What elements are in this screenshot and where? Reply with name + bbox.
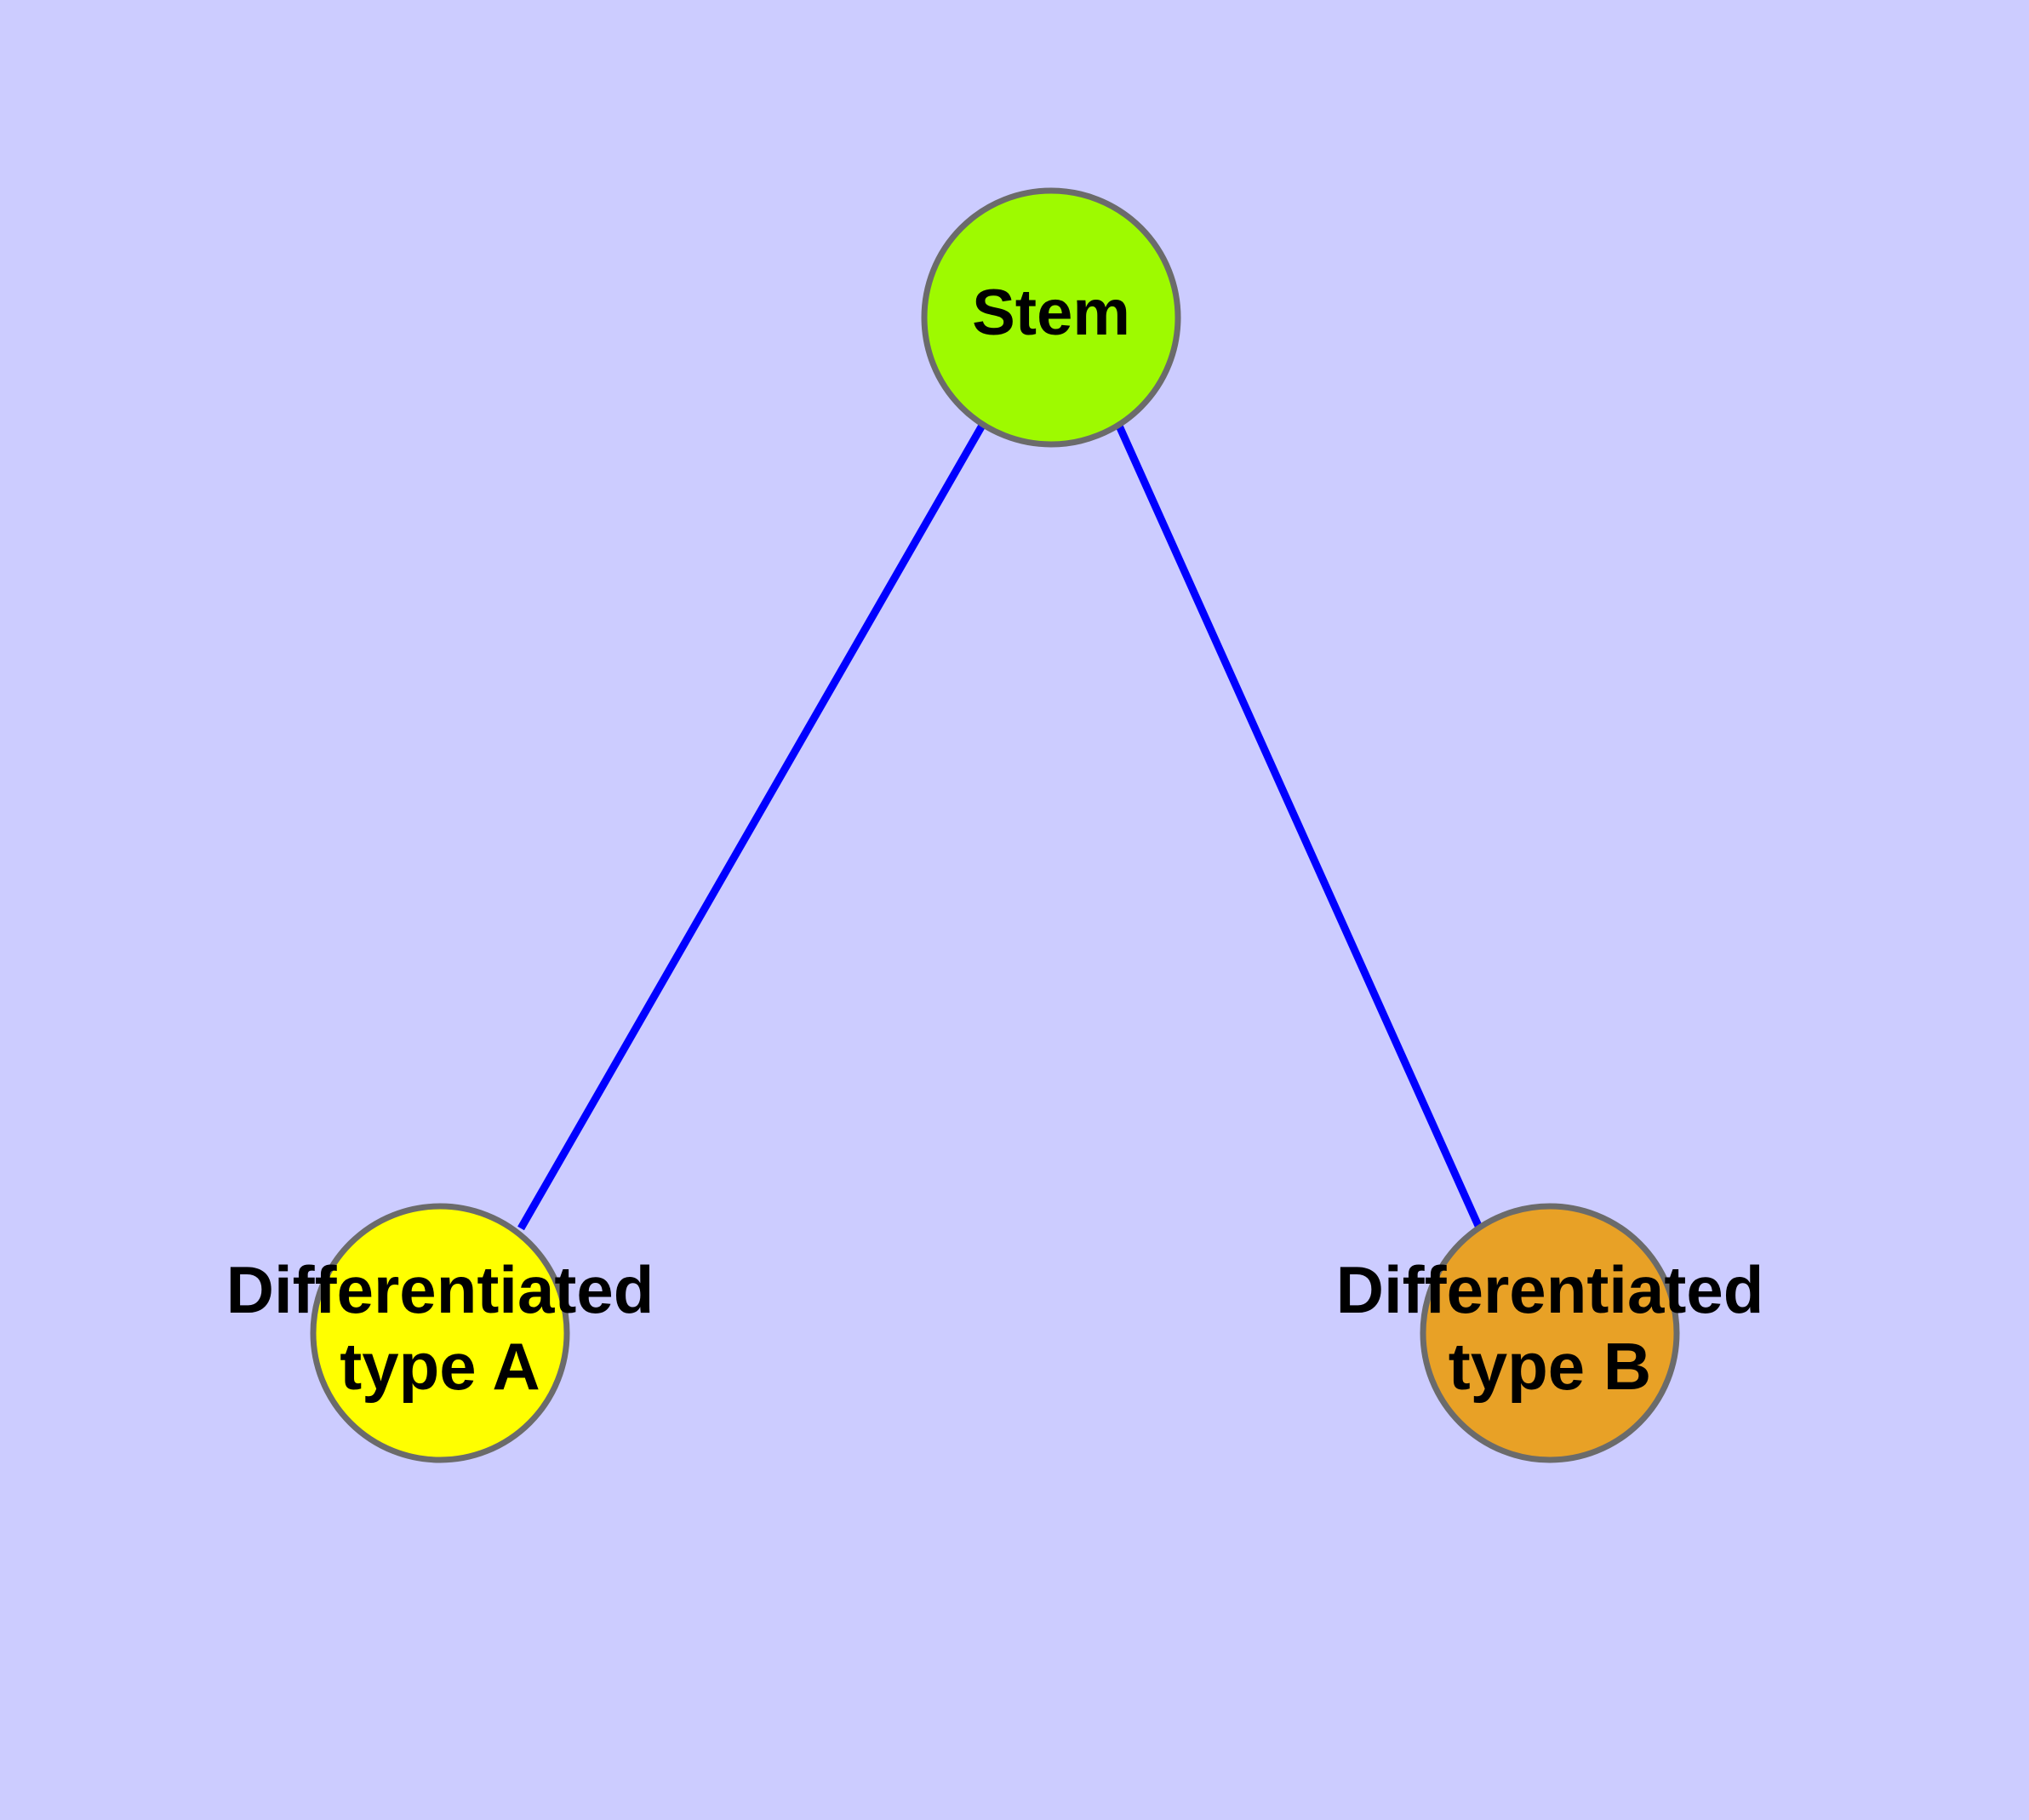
node-circle-diff_a[interactable] [310, 1203, 570, 1463]
node-label-line: type A [340, 1329, 540, 1404]
node-label-line: type B [1449, 1329, 1651, 1404]
node-label-stem: Stem [972, 277, 1130, 349]
node-circle-stem[interactable] [921, 187, 1181, 448]
edge-stem-to-diff-a[interactable] [517, 421, 986, 1231]
node-stem[interactable]: Stem [921, 187, 1181, 448]
node-label-line: Stem [972, 277, 1130, 349]
node-label-line: Differentiated [226, 1252, 654, 1327]
node-circle-diff_b[interactable] [1420, 1203, 1680, 1463]
node-label-line: Differentiated [1336, 1252, 1764, 1327]
edge-layer [517, 421, 1483, 1231]
edge-stem-to-diff-b[interactable] [1114, 422, 1483, 1228]
